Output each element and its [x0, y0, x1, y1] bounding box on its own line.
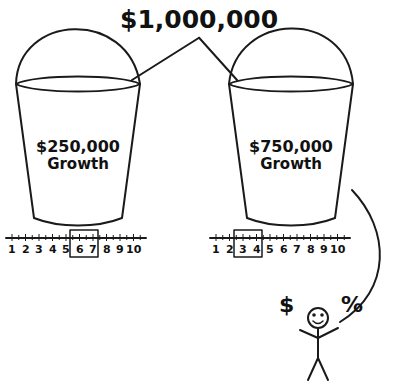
- amount-text: $250,000: [36, 138, 120, 156]
- scale-tick: [243, 234, 244, 241]
- scale-number: 6: [280, 244, 288, 255]
- scale-tick: [106, 234, 107, 241]
- percent-symbol: %: [341, 294, 363, 316]
- stick-figure-eye: [321, 314, 323, 316]
- bucket: $750,000Growth: [227, 74, 355, 226]
- number-line: [210, 237, 350, 239]
- scale-tick: [18, 235, 19, 240]
- scale-tick: [297, 234, 298, 241]
- scale-tick: [310, 234, 311, 241]
- scale-tick: [99, 235, 100, 240]
- node-text-group: $1,000,000: [120, 6, 278, 35]
- scale-tick: [72, 235, 73, 240]
- bucket: $250,000Growth: [14, 74, 142, 226]
- scale-number: 5: [62, 244, 70, 255]
- scale-tick: [337, 234, 338, 241]
- scale-number: 7: [293, 244, 301, 255]
- scale-tick: [303, 235, 304, 240]
- split-line: [199, 38, 237, 80]
- scale-tick: [236, 235, 237, 240]
- bucket-path: [16, 77, 140, 226]
- node-text-group: $250,000Growth: [14, 138, 142, 174]
- scale-tick: [93, 234, 94, 241]
- scale-tick: [317, 235, 318, 240]
- leader-curve: [340, 190, 380, 322]
- scale-tick: [344, 235, 345, 240]
- scale-tick: [32, 235, 33, 240]
- stick-figure-body: [300, 328, 338, 380]
- scale-tick: [39, 234, 40, 241]
- scale-tick: [276, 235, 277, 240]
- stick-figure-smile: [313, 321, 323, 324]
- scale-tick: [222, 235, 223, 240]
- range-box: [70, 230, 98, 257]
- scale-number: 5: [266, 244, 274, 255]
- bucket-path: [229, 77, 353, 226]
- caption-text: Growth: [260, 156, 322, 173]
- scale-number: 8: [307, 244, 315, 255]
- scale-number: 3: [239, 244, 247, 255]
- scale-number: 3: [35, 244, 43, 255]
- amount-text: $750,000: [249, 138, 333, 156]
- scale-tick: [263, 235, 264, 240]
- scale-number: 9: [320, 244, 328, 255]
- scale-number: 2: [226, 244, 234, 255]
- node-text-group: $750,000Growth: [227, 138, 355, 174]
- scale-tick: [66, 234, 67, 241]
- scale-number: 2: [22, 244, 30, 255]
- split-line: [132, 38, 199, 80]
- stick-figure-eye: [313, 314, 315, 316]
- scale-number: 1: [8, 244, 16, 255]
- scale-tick: [12, 234, 13, 241]
- total-amount: $1,000,000: [120, 6, 278, 35]
- scale-number: 8: [103, 244, 111, 255]
- scale-number: 1: [212, 244, 220, 255]
- scale-tick: [126, 235, 127, 240]
- scale-tick: [270, 234, 271, 241]
- scale-tick: [45, 235, 46, 240]
- number-line: [6, 237, 146, 239]
- scale-number: 9: [116, 244, 124, 255]
- scale-tick: [86, 235, 87, 240]
- scale-tick: [330, 235, 331, 240]
- scale-number: 7: [89, 244, 97, 255]
- scale-tick: [249, 235, 250, 240]
- range-box: [234, 230, 262, 257]
- amount-text: $1,000,000: [120, 6, 278, 35]
- scale-tick: [59, 235, 60, 240]
- scale-tick: [229, 234, 230, 241]
- scale-tick: [113, 235, 114, 240]
- scale-tick: [324, 234, 325, 241]
- scale-tick: [25, 234, 26, 241]
- scale-tick: [120, 234, 121, 241]
- caption-text: Growth: [47, 156, 109, 173]
- scale-tick: [52, 234, 53, 241]
- scale-number: 4: [49, 244, 57, 255]
- scale-tick: [256, 234, 257, 241]
- scale-tick: [216, 234, 217, 241]
- scale-tick: [79, 234, 80, 241]
- stick-figure-head: [308, 308, 328, 328]
- scale-tick: [290, 235, 291, 240]
- scale-number: 6: [76, 244, 84, 255]
- scale-number: 10: [126, 244, 141, 255]
- scale-number: 4: [253, 244, 261, 255]
- scale-tick: [283, 234, 284, 241]
- scale-tick: [140, 235, 141, 240]
- scale-number: 10: [330, 244, 345, 255]
- scale-tick: [133, 234, 134, 241]
- dollar-symbol: $: [279, 294, 294, 316]
